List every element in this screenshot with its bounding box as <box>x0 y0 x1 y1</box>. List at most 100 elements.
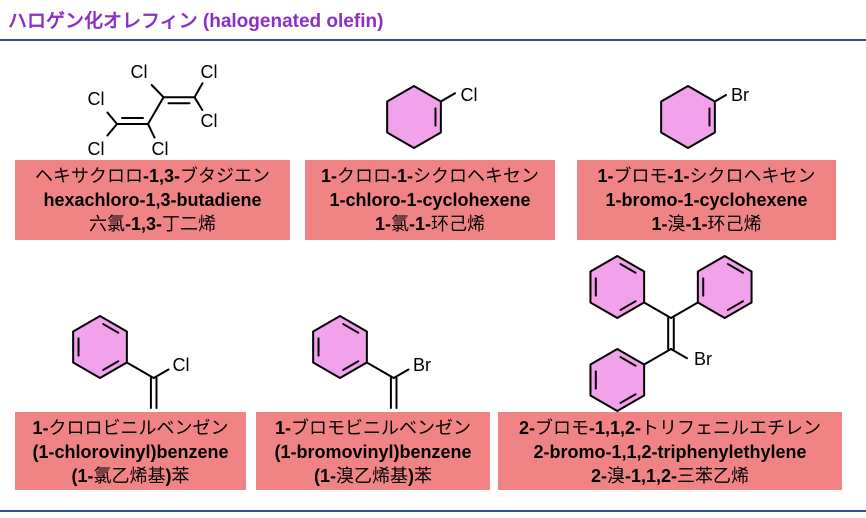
japanese-name: 1-クロロビニルベンゼン <box>15 416 246 440</box>
chinese-name: 1-氯-1-环己烯 <box>305 212 555 236</box>
japanese-name: 1-クロロ-1-シクロヘキセン <box>305 164 555 188</box>
cyclohexene-ring <box>660 85 716 149</box>
name-segment: ブタジエン <box>180 166 270 186</box>
name-label-bromovinylbenzene: 1-ブロモビニルベンゼン (1-bromovinyl)benzene (1-溴乙… <box>256 412 490 490</box>
english-name: (1-chlorovinyl)benzene <box>32 442 229 462</box>
atom-label-cl: Cl <box>152 139 169 159</box>
benzene-ring <box>589 255 646 319</box>
locant-segment: -1,1,2- <box>624 466 678 486</box>
name-segment: 氯 <box>391 214 409 234</box>
single-bond <box>643 301 672 319</box>
name-segment: ブロモ <box>534 418 589 438</box>
locant-segment: -1- <box>409 214 431 234</box>
carbon-chlorine-bond <box>106 111 118 125</box>
locant-segment: 1- <box>374 214 391 234</box>
locant-segment: (1- <box>71 466 94 486</box>
name-label-chlorovinylbenzene: 1-クロロビニルベンゼン (1-chlorovinyl)benzene (1-氯… <box>15 412 246 490</box>
japanese-name: ヘキサクロロ-1,3-ブタジエン <box>15 164 290 188</box>
english-name: 2-bromo-1,1,2-triphenylethylene <box>533 442 807 462</box>
english-name: 1-chloro-1-cyclohexene <box>329 190 531 210</box>
name-segment: ブロモ <box>613 166 668 186</box>
cyclohexene-ring <box>386 85 442 149</box>
benzene-ring <box>72 315 128 379</box>
carbon-chlorine-bond <box>439 92 456 103</box>
atom-label-cl: Cl <box>88 139 105 159</box>
chinese-name: (1-氯乙烯基)苯 <box>15 464 246 488</box>
structure-chlorovinylbenzene: Cl <box>72 315 190 409</box>
english-name: (1-bromovinyl)benzene <box>274 442 472 462</box>
name-segment: ヘキサクロロ <box>34 166 143 186</box>
name-segment: 六氯 <box>88 214 125 234</box>
single-bond <box>643 348 672 366</box>
locant-segment: 2- <box>590 466 607 486</box>
chinese-name: 六氯-1,3-丁二烯 <box>15 212 290 236</box>
atom-label-br: Br <box>731 85 749 105</box>
chinese-name: 2-溴-1,1,2-三苯乙烯 <box>498 464 842 488</box>
carbon-chlorine-bond <box>152 368 170 379</box>
japanese-name: 2-ブロモ-1,1,2-トリフェニルエチレン <box>498 416 842 440</box>
atom-label-cl: Cl <box>173 355 190 375</box>
benzene-ring <box>696 255 753 319</box>
name-label-hexachlorobutadiene: ヘキサクロロ-1,3-ブタジエン hexachloro-1,3-butadien… <box>15 160 290 240</box>
japanese-name: 1-ブロモビニルベンゼン <box>256 416 490 440</box>
single-bond <box>365 361 395 379</box>
atom-label-br: Br <box>413 355 431 375</box>
locant-segment: ) <box>165 466 172 486</box>
name-segment: 溴乙烯基 <box>336 466 408 486</box>
carbon-chlorine-bond <box>150 84 165 99</box>
locant-segment: -1- <box>685 214 708 234</box>
locant-segment: 1- <box>597 166 614 186</box>
single-bond <box>125 361 155 379</box>
title-divider <box>0 39 866 41</box>
name-segment: 三苯乙烯 <box>677 466 750 486</box>
footer-divider <box>0 510 866 512</box>
page-title: ハロゲン化オレフィン (halogenated olefin) <box>8 11 384 32</box>
benzene-ring <box>312 315 368 379</box>
name-segment: 丁二烯 <box>162 214 216 234</box>
carbon-chlorine-bond <box>193 96 204 111</box>
locant-segment: 1- <box>274 418 291 438</box>
structure-bromocyclohexene: Br <box>660 85 749 149</box>
atom-label-cl: Cl <box>131 62 148 82</box>
locant-segment: 1- <box>320 166 337 186</box>
locant-segment: 1- <box>32 418 49 438</box>
structure-bromotriphenylethylene: Br <box>589 255 753 412</box>
english-name: hexachloro-1,3-butadiene <box>43 190 262 210</box>
name-segment: シクロヘキセン <box>689 166 816 186</box>
japanese-name: 1-ブロモ-1-シクロヘキセン <box>577 164 836 188</box>
name-segment: クロロ <box>337 166 391 186</box>
locant-segment: 1- <box>651 214 668 234</box>
carbon-chlorine-bond <box>193 82 204 99</box>
carbon-chlorine-bond <box>106 123 118 137</box>
structure-bromovinylbenzene: Br <box>312 315 431 409</box>
structure-chlorocyclohexene: Cl <box>386 85 478 149</box>
carbon-bromine-bond <box>392 368 410 379</box>
chinese-name: (1-溴乙烯基)苯 <box>256 464 490 488</box>
atom-label-cl: Cl <box>88 89 105 109</box>
chinese-name: 1-溴-1-环己烯 <box>577 212 836 236</box>
name-segment: 苯 <box>171 466 190 486</box>
single-bond <box>147 96 165 125</box>
name-segment: トリフェニルエチレン <box>641 418 822 438</box>
carbon-chlorine-bond <box>147 123 156 139</box>
locant-segment: -1- <box>667 166 690 186</box>
name-segment: 苯 <box>414 466 432 486</box>
atom-label-cl: Cl <box>201 62 218 82</box>
name-segment: 环己烯 <box>431 214 485 234</box>
atom-label-cl: Cl <box>461 85 478 105</box>
name-segment: ブロモビニルベンゼン <box>291 418 471 438</box>
name-segment: 环己烯 <box>707 214 762 234</box>
name-segment: クロロビニルベンゼン <box>48 418 229 438</box>
locant-segment: -1,1,2- <box>588 418 642 438</box>
name-segment: 溴 <box>667 214 686 234</box>
single-bond <box>670 301 699 319</box>
structure-hexachlorobutadiene: Cl Cl Cl Cl Cl Cl <box>88 62 218 159</box>
locant-segment: -1,3- <box>124 214 162 234</box>
name-segment: シクロヘキセン <box>413 166 539 186</box>
locant-segment: -1- <box>391 166 413 186</box>
atom-label-cl: Cl <box>201 111 218 131</box>
name-label-bromotriphenylethylene: 2-ブロモ-1,1,2-トリフェニルエチレン 2-bromo-1,1,2-tri… <box>498 412 842 490</box>
atom-label-br: Br <box>694 349 712 369</box>
locant-segment: 2- <box>518 418 535 438</box>
